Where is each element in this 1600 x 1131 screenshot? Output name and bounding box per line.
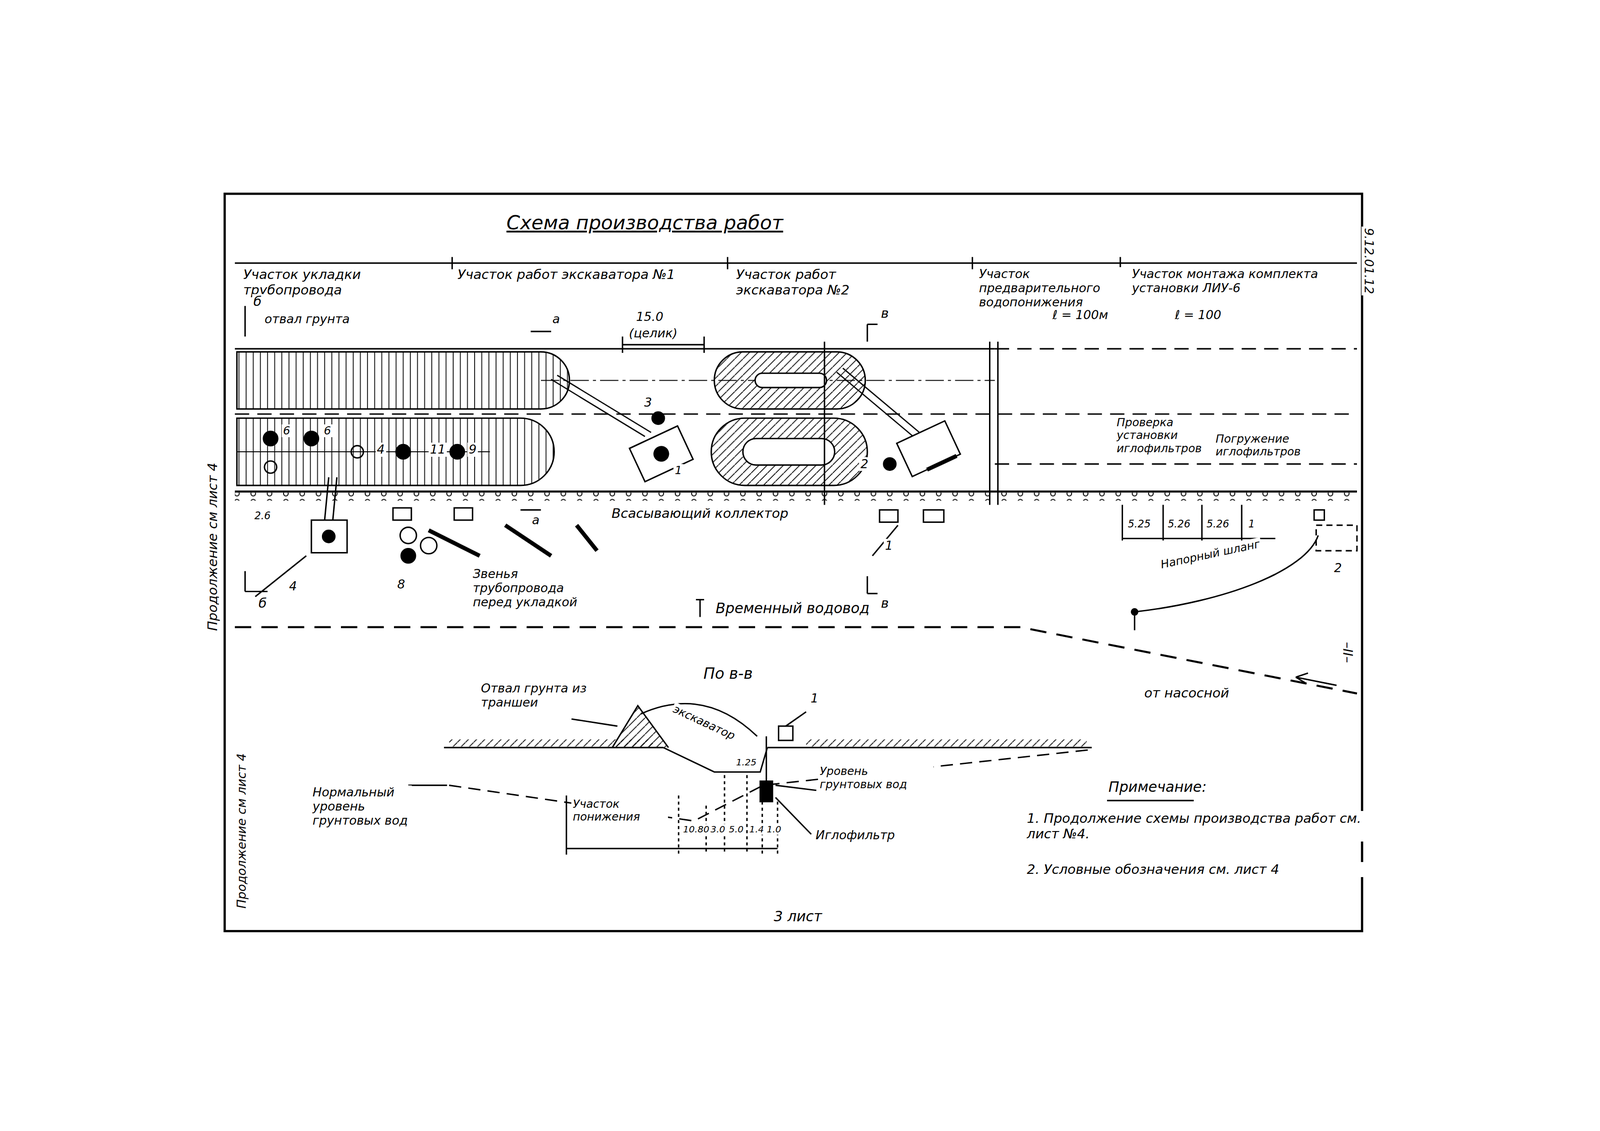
drawing-label: (целик) <box>627 326 679 341</box>
drawing-label: 5.26 <box>1166 518 1192 531</box>
drawing-label: По в-в <box>702 665 755 684</box>
callout-number: 4 <box>375 442 387 457</box>
drawing-label: Примечание: <box>1107 778 1208 796</box>
callout-number: 2 <box>1332 561 1344 576</box>
drawing-label: Нормальный уровень грунтовых вод <box>311 785 413 829</box>
drawing-label: Продолжение см лист 4 <box>234 752 249 911</box>
drawing-label: Участок понижения <box>571 797 668 824</box>
drawing-label: Участок укладки трубопровода <box>241 267 449 298</box>
drawing-label: 1.25 <box>734 757 758 768</box>
drawing-label: Проверка установки иглофильтров <box>1115 416 1212 456</box>
callout-number: б <box>252 294 264 310</box>
drawing-label: 3 лист <box>772 908 824 925</box>
drawing-label: 5.0 <box>727 824 746 835</box>
callout-number: в <box>879 305 891 322</box>
drawing-label: 2. Условные обозначения см. лист 4 <box>1025 862 1366 878</box>
drawing-label: 1.4 <box>747 824 766 835</box>
drawing-label: Звенья трубопровода перед укладкой <box>471 567 607 610</box>
callout-number: 4 <box>287 579 299 594</box>
callout-number: 1 <box>1247 518 1257 531</box>
callout-number: 6 <box>281 424 292 438</box>
drawing-label: 2.6 <box>253 510 273 523</box>
drawing-label: 3.0 <box>709 824 727 835</box>
drawing-label: Уровень грунтовых вод <box>818 765 934 792</box>
drawing-label: ℓ = 100м <box>1051 308 1110 323</box>
callout-number: 1 <box>673 464 684 477</box>
drawing-label: Погружение иглофильтров <box>1214 432 1350 459</box>
drawing-label: –II– <box>1339 640 1355 665</box>
drawing-label: Участок работ экскаватора №2 <box>734 267 901 298</box>
callout-number: в <box>879 595 891 612</box>
drawing-label: 15.0 <box>634 310 665 325</box>
drawing-label: Иглофильтр <box>814 828 897 843</box>
callout-number: 1 <box>809 691 820 706</box>
callout-number: 2 <box>859 457 870 472</box>
callout-number: а <box>550 312 561 327</box>
drawing-label: Продолжение см лист 4 <box>205 461 221 633</box>
drawing-label: отвал грунта <box>263 312 352 327</box>
drawing-label: от насосной <box>1142 685 1231 701</box>
drawing-label: 9.12.01.12 <box>1361 226 1376 296</box>
drawing-label: 5.26 <box>1205 518 1231 531</box>
callout-number: 6 <box>322 424 333 438</box>
drawing-label: 1. Продолжение схемы производства работ … <box>1025 811 1366 842</box>
drawing-label: Отвал грунта из траншеи <box>479 681 621 710</box>
callout-number: б <box>257 595 269 612</box>
drawing-label: экскаватор <box>670 702 739 744</box>
drawing-label: 10.80 <box>681 824 711 835</box>
drawing-label: 5.25 <box>1126 518 1153 531</box>
drawing-label: Участок предварительного водопонижения <box>977 267 1122 310</box>
callout-number: 9 <box>467 442 478 457</box>
drawing-title: Схема производства работ <box>505 212 785 235</box>
callout-number: а <box>530 513 541 528</box>
drawing-label: Участок монтажа комплекта установки ЛИУ-… <box>1130 267 1361 296</box>
drawing-label: Напорный шланг <box>1158 537 1263 572</box>
drawing-label: Всасывающий коллектор <box>610 506 790 522</box>
drawing-label: Участок работ экскаватора №1 <box>455 267 704 283</box>
callout-number: 11 <box>428 442 447 457</box>
callout-number: 8 <box>395 577 407 592</box>
callout-number: 1 <box>883 538 895 554</box>
drawing-label: ℓ = 100 <box>1173 308 1223 323</box>
callout-number: 3 <box>642 395 654 410</box>
drawing-label: Временный водовод <box>714 600 871 617</box>
drawing-label: 1.0 <box>765 824 783 835</box>
